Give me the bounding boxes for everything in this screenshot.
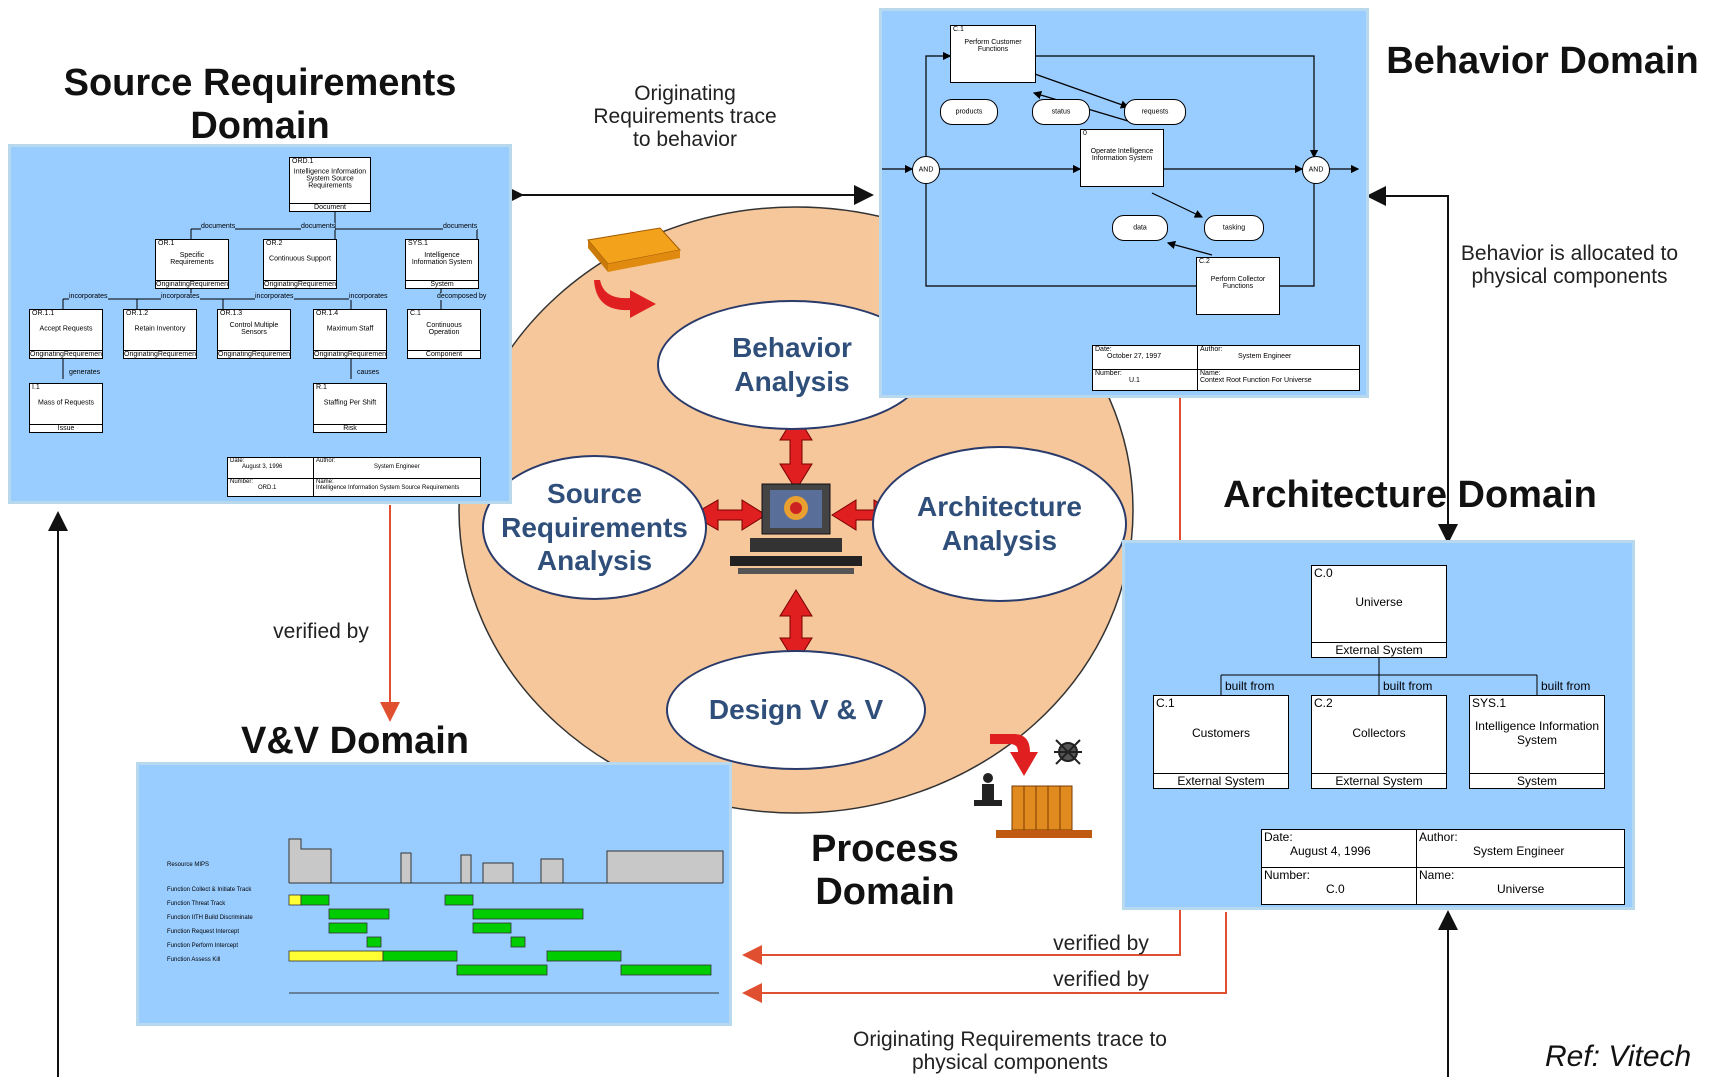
vv-timeline-chart [288,838,724,994]
item-node[interactable]: data [1112,215,1168,241]
source-info-block: Date: August 3, 1996 Author: System Engi… [227,457,481,497]
gantt-bar [472,908,584,920]
gantt-bar [456,964,548,976]
gantt-bar [382,950,458,962]
source-requirements-panel: documents documents documents incorporat… [8,144,512,504]
resource-profile [288,838,724,884]
edge-label: incorporates [161,293,200,300]
vv-row-label: Function Request Intercept [167,929,240,935]
edge-label: documents [443,223,478,230]
note-orig-req-behavior: Originating Requirements trace to behavi… [593,82,777,152]
gantt-bar [472,922,512,934]
and-node[interactable]: AND [1302,156,1330,184]
edge-label: decomposed by [437,293,487,300]
note-behavior-allocated: Behavior is allocated to physical compon… [1460,242,1679,289]
vv-row-label: Resource MIPS [167,862,210,868]
gantt-bar [300,894,330,906]
factory-icon [996,785,1092,838]
gantt-bar [620,964,712,976]
gantt-bar [366,936,382,948]
gantt-bar [288,950,384,962]
vv-row-label: Function Perform Intercept [167,943,239,949]
gantt-bar [510,936,526,948]
title-vv-domain: V&V Domain [240,720,470,762]
title-process-domain: Process Domain [811,828,959,913]
architecture-panel: built from built from built from C.0 Uni… [1122,540,1635,910]
ellipse-architecture-analysis: Architecture Analysis [872,446,1127,602]
computer-icon [730,483,862,574]
ellipse-source-analysis: Source Requirements Analysis [482,455,707,600]
and-node[interactable]: AND [912,156,940,184]
item-node[interactable]: tasking [1204,215,1264,241]
vv-row-label: Function Threat Track [167,901,226,907]
gantt-bar [444,894,474,906]
edge-label: generates [69,369,101,376]
architecture-tree-lines [1220,658,1538,695]
behavior-flow-lines [882,51,1360,287]
vv-row-label: Function IITH Build Discriminate [167,915,253,921]
vv-row-label: Function Assess Kill [167,957,221,963]
worker-icon [974,773,1002,806]
gantt-bar [546,950,622,962]
edge-label: documents [201,223,236,230]
title-source-requirements: Source Requirements Domain [63,62,457,147]
behavior-info-block: Date: October 27, 1997 Author: System En… [1092,345,1360,391]
edge-label: causes [357,369,380,376]
note-verified-by-1: verified by [1053,932,1149,955]
gantt-bar [328,922,368,934]
item-node[interactable]: requests [1124,99,1186,125]
component-box[interactable]: SYS.1 Intelligence Information System Sy… [1469,695,1605,789]
item-node[interactable]: status [1032,99,1090,125]
item-node[interactable]: products [940,99,998,125]
gantt-bar [288,894,302,906]
edge-label: built from [1225,679,1275,693]
title-behavior-domain: Behavior Domain [1386,40,1699,82]
architecture-info-block: Date: August 4, 1996 Author: System Engi… [1261,829,1625,905]
curved-arrow-process [990,734,1038,776]
gantt-bar [328,908,390,920]
edge-label: documents [301,223,336,230]
edge-label: incorporates [255,293,294,300]
ellipse-design-vv: Design V & V [666,650,926,770]
vv-row-labels: Resource MIPS Function Collect & Initiat… [167,857,297,967]
component-box[interactable]: C.1 Customers External System [1153,695,1289,789]
note-orig-req-physical: Originating Requirements trace to physic… [853,1028,1167,1075]
document-book-icon [587,227,681,272]
curved-arrow-book [594,280,656,318]
reference-label: Ref: Vitech [1545,1040,1692,1073]
edge-label: incorporates [69,293,108,300]
vv-row-label: Function Collect & Initiate Track [167,887,252,893]
component-box[interactable]: C.2 Collectors External System [1311,695,1447,789]
verify-arrow-arch-vv [742,912,1227,1003]
title-architecture-domain: Architecture Domain [1223,474,1597,516]
bug-icon [1054,739,1082,765]
component-box[interactable]: C.0 Universe External System [1311,565,1447,658]
edge-label: built from [1541,679,1591,693]
edge-label: incorporates [349,293,388,300]
note-verified-by-left: verified by [273,620,369,643]
edge-label: built from [1383,679,1433,693]
vv-panel: Resource MIPS Function Collect & Initiat… [136,762,732,1026]
note-verified-by-2: verified by [1053,968,1149,991]
